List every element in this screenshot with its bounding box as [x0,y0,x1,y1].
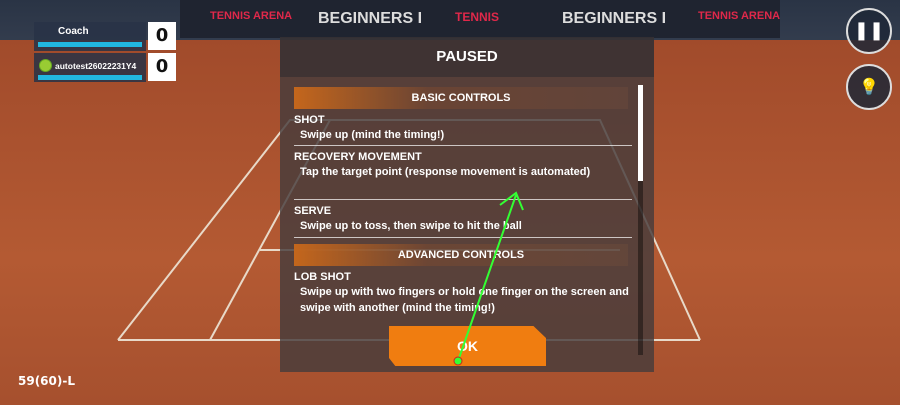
lightbulb-icon: 💡 [859,77,879,96]
arrow-head-icon [499,191,524,211]
ad-banner: TENNIS [455,10,500,24]
scrollbar[interactable] [638,85,643,355]
control-item: SHOT Swipe up (mind the timing!) [294,113,632,146]
tennis-ball-icon [39,59,52,72]
stamina-bar [38,75,142,80]
ad-banner: BEGINNERS I [318,10,423,27]
pause-dialog: PAUSED BASIC CONTROLS SHOT Swipe up (min… [280,37,654,372]
section-header: BASIC CONTROLS [294,87,628,109]
hint-button[interactable]: 💡 [846,64,892,110]
control-title: RECOVERY MOVEMENT [294,151,422,163]
control-item: LOB SHOT Swipe up with two fingers or ho… [294,270,632,322]
stamina-bar [38,42,142,47]
pause-button[interactable]: ❚❚ [846,8,892,54]
section-header: ADVANCED CONTROLS [294,244,628,266]
control-desc: Swipe up (mind the timing!) [300,129,445,141]
control-desc: Swipe up with two fingers or hold one fi… [300,286,629,314]
control-desc: Swipe up to toss, then swipe to hit the … [300,220,522,232]
control-title: SHOT [294,114,325,126]
player-row: autotest26022231Y4 [34,53,146,82]
player-row: Coach [34,22,146,51]
player-score: 0 [148,53,176,81]
control-desc: Tap the target point (response movement … [300,166,591,178]
player-name: autotest26022231Y4 [55,61,137,71]
ad-banner: TENNIS ARENA [210,10,293,22]
swipe-line [457,194,517,362]
scrollbar-thumb[interactable] [638,85,643,181]
player-name: Coach [58,26,89,37]
control-title: SERVE [294,205,332,217]
control-item: SERVE Swipe up to toss, then swipe to hi… [294,204,632,238]
player-score: 0 [148,22,176,50]
pause-icon: ❚❚ [853,20,885,41]
ad-wall: TENNIS ARENA BEGINNERS I TENNIS BEGINNER… [180,0,780,38]
fps-counter: 59(60)-L [18,374,75,388]
ad-banner: TENNIS ARENA [698,10,781,22]
control-title: LOB SHOT [294,271,351,283]
scoreboard: Coach 0 autotest26022231Y4 0 [34,22,176,82]
control-item: RECOVERY MOVEMENT Tap the target point (… [294,150,632,200]
dialog-title: PAUSED [280,37,654,77]
touch-point-icon [453,356,463,366]
ad-banner: BEGINNERS I [562,10,667,27]
